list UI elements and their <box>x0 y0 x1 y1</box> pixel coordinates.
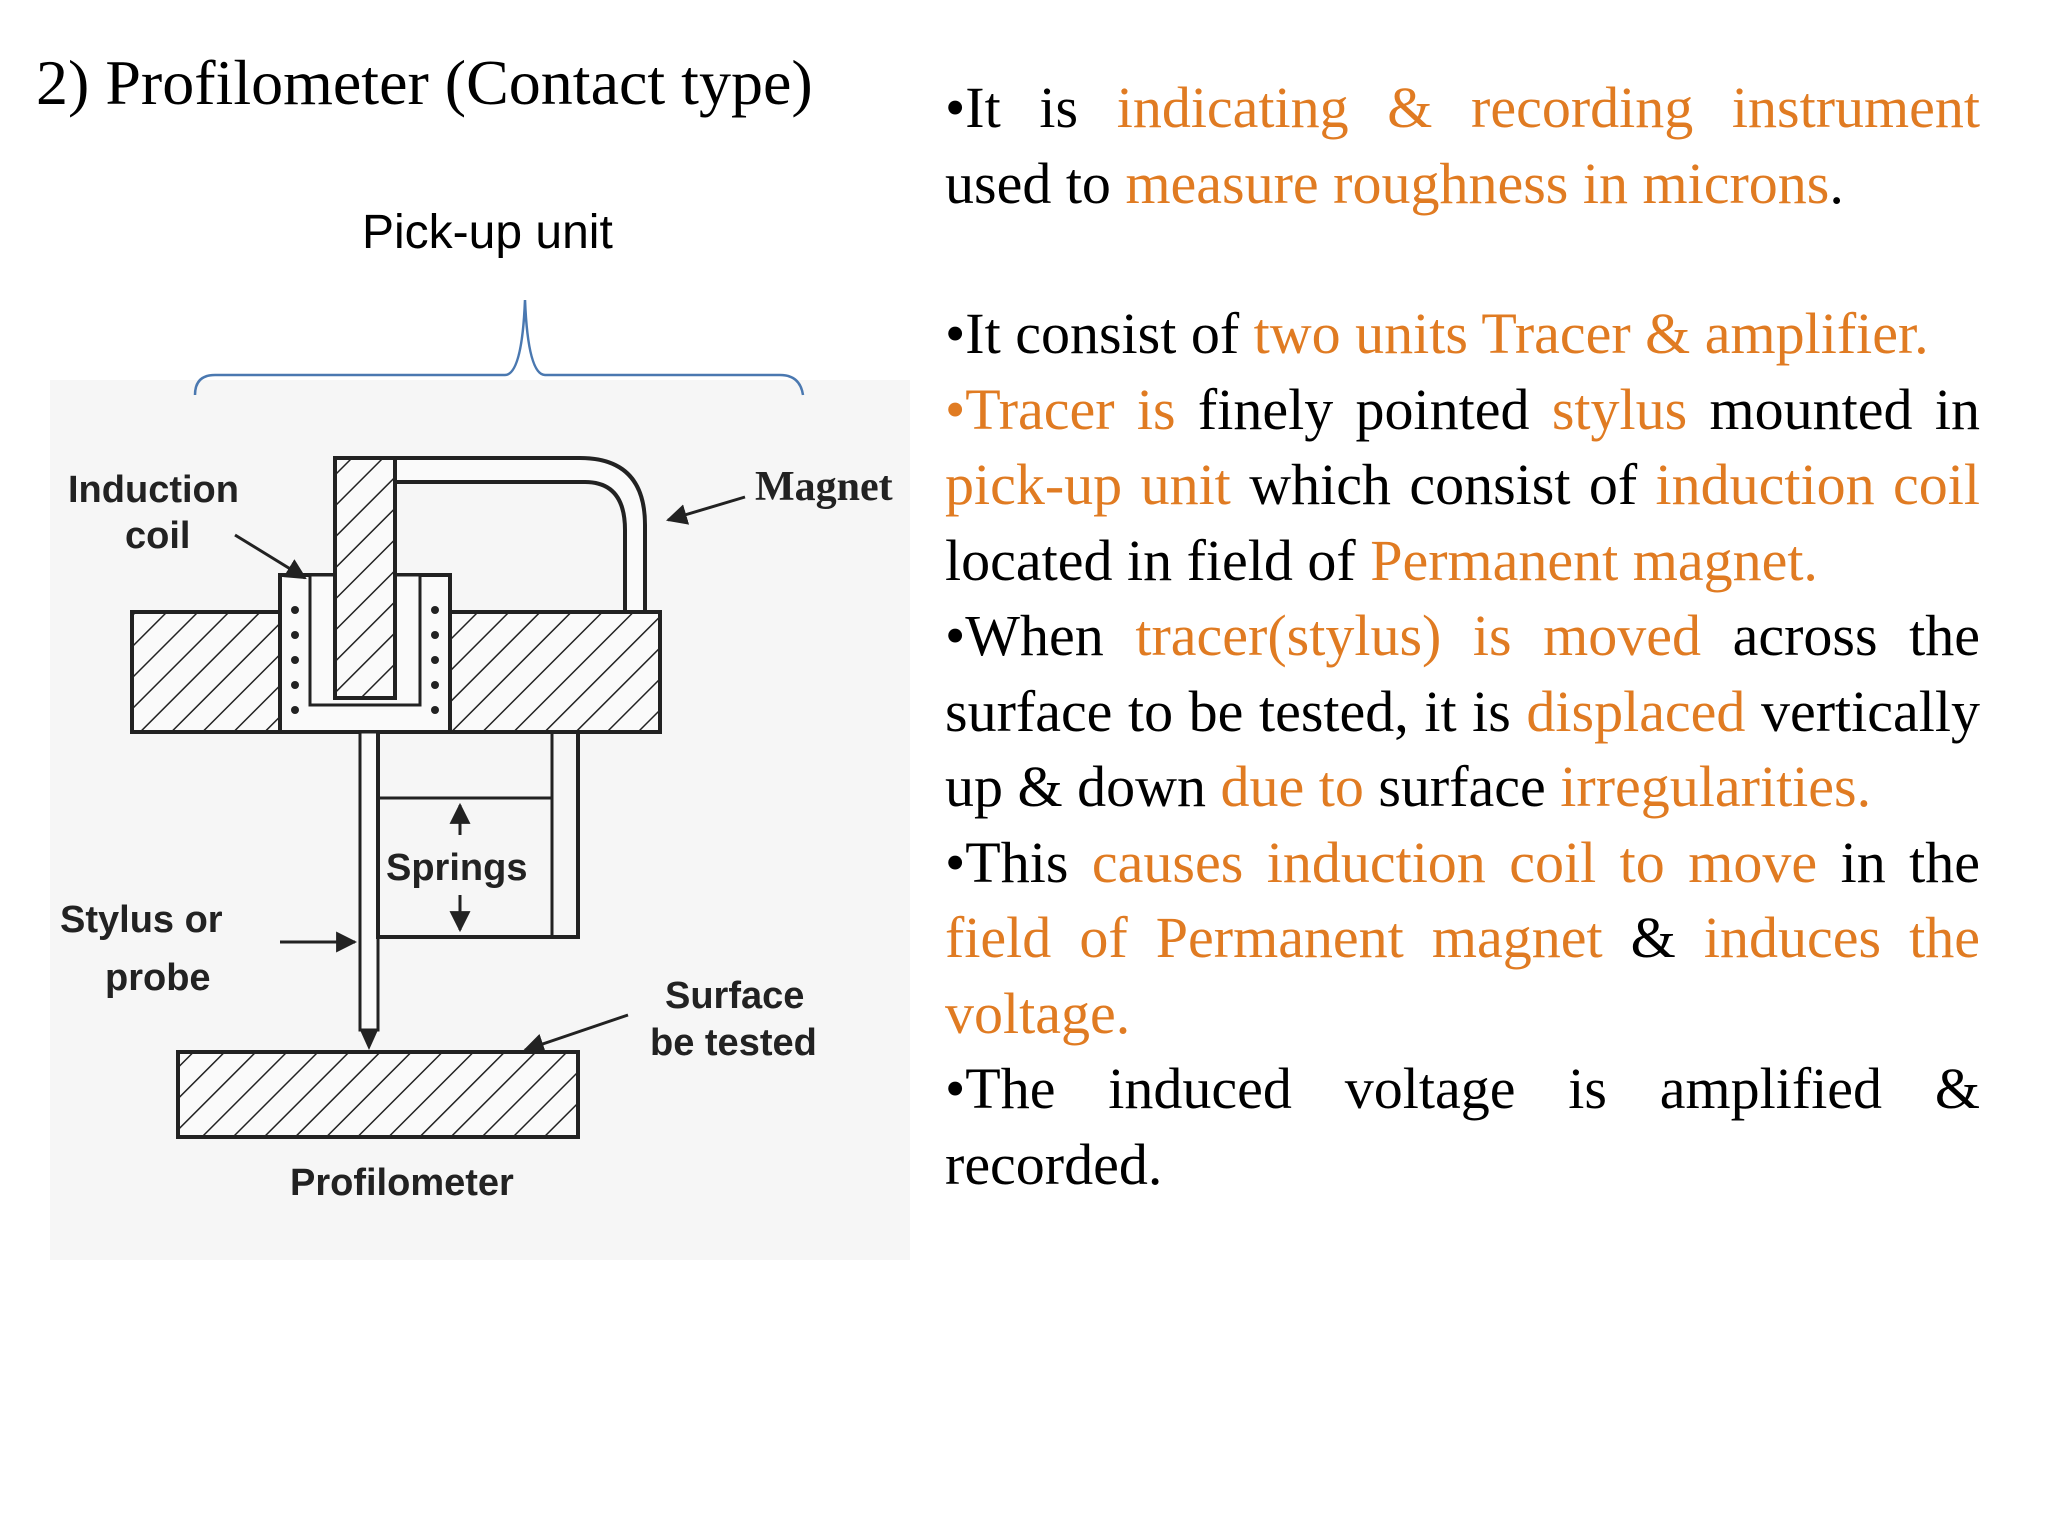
highlighted-text: •Tracer is <box>945 376 1176 442</box>
highlighted-text: due to <box>1220 754 1364 819</box>
stylus <box>358 730 380 1032</box>
magnet-arm <box>393 456 647 614</box>
label-surface-2: be tested <box>650 1022 817 1064</box>
paragraph-6: •The induced voltage is amplified & reco… <box>945 1051 1980 1202</box>
highlighted-text: tracer(stylus) is moved <box>1135 603 1702 668</box>
label-induction-coil-1: Induction <box>68 469 239 511</box>
paragraph-3: •Tracer is finely pointed stylus mounted… <box>945 372 1980 599</box>
description-text: •It is indicating & recording instrument… <box>945 70 1980 1202</box>
profilometer-diagram: Induction coil Magnet Springs Stylus or … <box>50 299 910 1260</box>
induction-coil-leader <box>234 533 307 580</box>
highlighted-text: induction coil <box>1655 452 1980 517</box>
label-caption: Profilometer <box>290 1162 514 1204</box>
highlighted-text: induces the voltage. <box>945 905 1980 1046</box>
body-text: •It is <box>945 75 1117 140</box>
highlighted-text: pick-up unit <box>945 452 1231 517</box>
housing-block-left <box>130 610 286 734</box>
label-magnet: Magnet <box>755 464 893 510</box>
label-induction-coil-2: coil <box>125 515 190 557</box>
highlighted-text: Permanent magnet. <box>1370 527 1818 593</box>
highlighted-text: irregularities. <box>1560 754 1872 819</box>
body-text: •When <box>945 603 1136 668</box>
body-text: in the <box>1817 829 1981 895</box>
spring-frame <box>376 730 580 939</box>
surface-leader <box>523 1013 629 1054</box>
paragraph-4: •When tracer(stylus) is moved across the… <box>945 598 1980 825</box>
body-text: which consist of <box>1230 452 1656 517</box>
body-text: located in field of <box>945 527 1371 593</box>
body-text: vertically up & down <box>945 678 1980 820</box>
body-text: •The induced voltage is amplified & reco… <box>945 1056 1980 1197</box>
highlighted-text: causes induction coil to move <box>1091 829 1818 895</box>
magnet-leader <box>665 495 746 525</box>
label-springs: Springs <box>386 847 527 889</box>
highlighted-text: field of Permanent magnet <box>945 905 1603 970</box>
pickup-unit-label: Pick-up unit <box>362 206 613 259</box>
body-text: surface <box>1363 754 1561 819</box>
highlighted-text: stylus <box>1551 376 1688 442</box>
body-text: & <box>1602 905 1704 970</box>
body-text: finely pointed <box>1175 376 1552 442</box>
highlighted-text: displaced <box>1526 678 1746 744</box>
label-surface-1: Surface <box>665 975 804 1017</box>
paragraph-2: •It consist of two units Tracer & amplif… <box>945 296 1980 372</box>
body-text: . <box>1829 150 1844 216</box>
stylus-tip <box>360 1030 378 1050</box>
highlighted-text: measure roughness in microns <box>1125 150 1830 216</box>
label-stylus-2: probe <box>105 957 211 999</box>
body-text: •It consist of <box>945 301 1254 366</box>
paragraph-5: •This causes induction coil to move in t… <box>945 825 1980 1052</box>
body-text: •This <box>945 829 1092 895</box>
test-surface <box>176 1050 580 1139</box>
highlighted-text: indicating & recording instrument <box>1116 75 1980 140</box>
housing-block-right <box>446 610 662 734</box>
coil-windings <box>291 606 439 714</box>
body-text: mounted in <box>1687 376 1980 442</box>
pickup-brace <box>193 299 805 396</box>
paragraph-1: •It is indicating & recording instrument… <box>945 70 1980 221</box>
label-stylus-1: Stylus or <box>60 899 223 941</box>
magnet-pole <box>333 456 397 700</box>
body-text: across the surface to be tested, it is <box>945 603 1980 744</box>
body-text: used to <box>945 150 1126 216</box>
highlighted-text: two units Tracer & amplifier. <box>1253 301 1929 366</box>
slide-title: 2) Profilometer (Contact type) <box>36 47 813 118</box>
